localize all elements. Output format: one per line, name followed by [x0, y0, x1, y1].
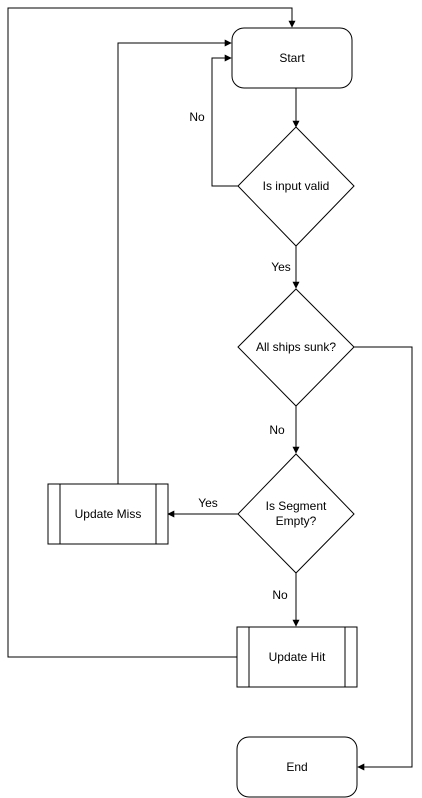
- edge-all-ships-sunk-to-end: [354, 346, 413, 771]
- edge-label-segment-yes: Yes: [198, 496, 218, 510]
- node-update-hit: Update Hit: [236, 626, 358, 688]
- node-input-valid: Is input valid: [237, 126, 355, 247]
- node-update-miss: Update Miss: [47, 483, 169, 545]
- edge-input-valid-no-loop: [211, 54, 242, 187]
- node-all-ships-sunk-label: All ships sunk?: [256, 340, 336, 354]
- edge-label-sunk-no: No: [269, 423, 285, 437]
- node-end: End: [236, 736, 358, 798]
- edge-update-miss-to-start: [117, 39, 232, 484]
- node-segment-empty-label-line2: Empty?: [276, 514, 317, 528]
- node-segment-empty: Is Segment Empty?: [237, 453, 355, 574]
- node-end-label: End: [286, 760, 307, 774]
- node-segment-empty-label-line1: Is Segment: [266, 499, 327, 513]
- node-update-miss-label: Update Miss: [75, 507, 142, 521]
- edge-label-input-yes: Yes: [271, 260, 291, 274]
- node-start-label: Start: [279, 51, 305, 65]
- edge-label-segment-no: No: [272, 588, 288, 602]
- node-update-hit-label: Update Hit: [269, 650, 326, 664]
- node-input-valid-label: Is input valid: [263, 179, 330, 193]
- node-start: Start: [231, 27, 353, 89]
- edge-update-hit-to-start: [7, 7, 296, 658]
- node-all-ships-sunk: All ships sunk?: [237, 288, 355, 407]
- edge-label-input-no: No: [189, 110, 205, 124]
